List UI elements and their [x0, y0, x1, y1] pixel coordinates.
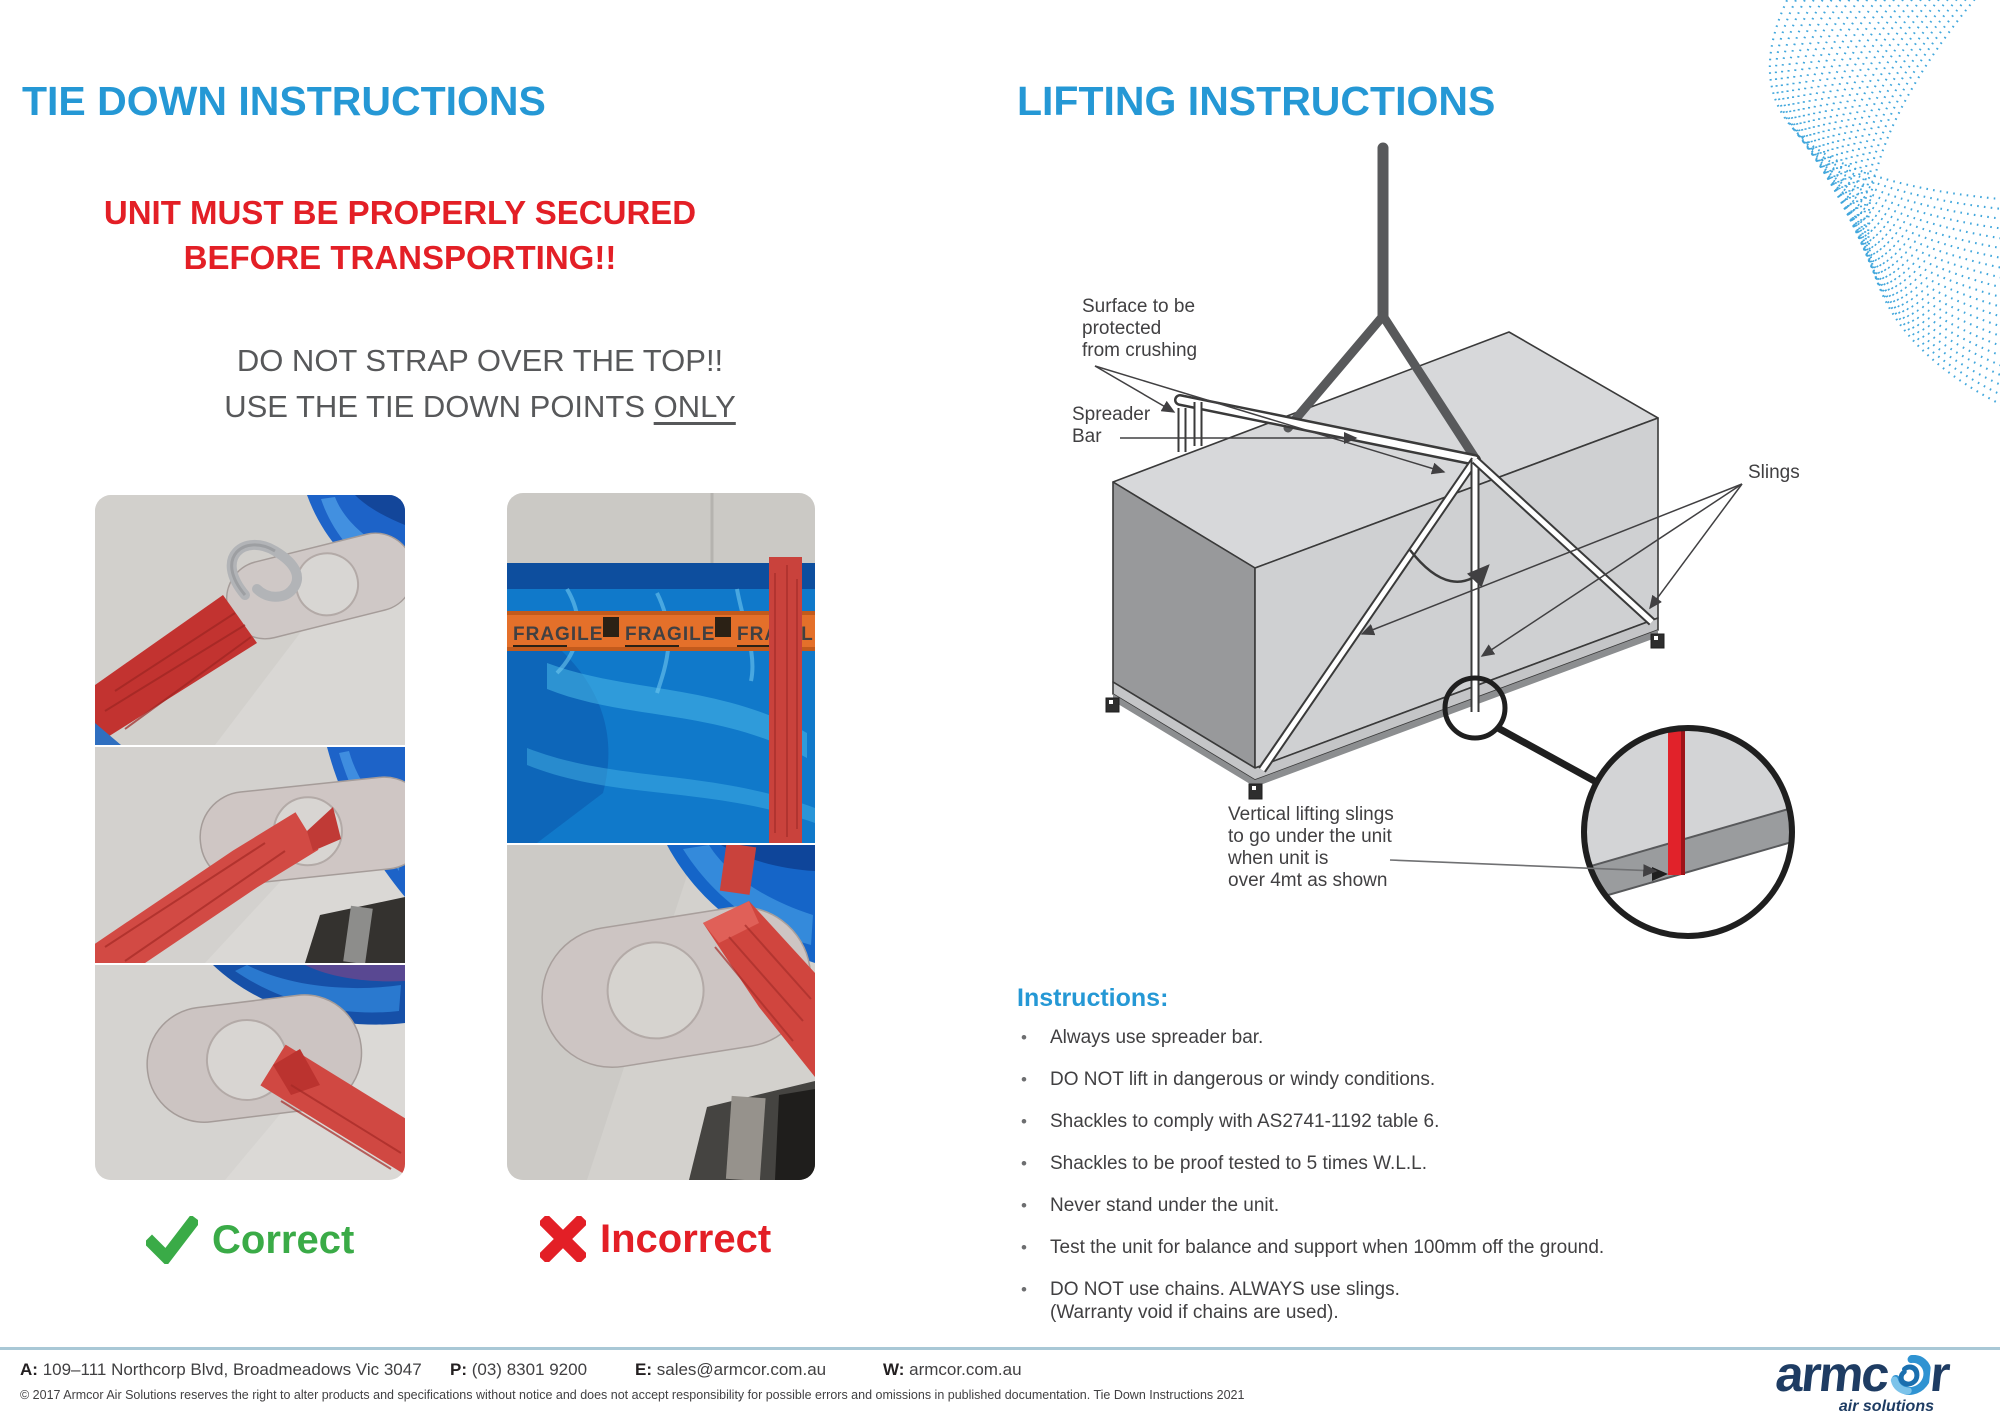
svg-text:FRAGILE: FRAGILE [625, 624, 715, 645]
red-strap [95, 595, 257, 745]
strap-instruction-line-1: DO NOT STRAP OVER THE TOP!! [236, 343, 724, 378]
red-strap [95, 812, 319, 963]
svg-text:from crushing: from crushing [1082, 340, 1197, 361]
correct-verdict: Correct [146, 1216, 354, 1264]
incorrect-label: Incorrect [600, 1216, 772, 1261]
crane-hook-sling [1283, 142, 1480, 463]
photo-incorrect-strap-over-tab [507, 845, 815, 1180]
checkmark-icon [146, 1216, 198, 1264]
instruction-item: Never stand under the unit. [1017, 1194, 1717, 1217]
magnifier-connector [1496, 724, 1602, 788]
spreader-bar-label: Spreader [1072, 404, 1151, 425]
logo-text-armc: armc [1773, 1346, 1891, 1402]
svg-text:when unit is: when unit is [1227, 848, 1328, 869]
slings-label: Slings [1748, 462, 1800, 483]
lifting-title: LIFTING INSTRUCTIONS [1017, 78, 1496, 124]
magnifier-circle [1442, 675, 1508, 741]
x-icon [540, 1216, 586, 1262]
footer-website: W: armcor.com.au [883, 1360, 1022, 1379]
footer-divider [0, 1347, 2000, 1350]
svg-text:over 4mt as shown: over 4mt as shown [1228, 870, 1387, 891]
svg-text:FRAGILE: FRAGILE [513, 624, 603, 645]
red-strap-over-tab [703, 901, 815, 1077]
photo-correct-strap-tab [95, 965, 405, 1180]
instruction-item: Shackles to be proof tested to 5 times W… [1017, 1152, 1717, 1175]
slings-lines [1258, 456, 1656, 773]
vertical-slings-label: Vertical lifting slings [1228, 804, 1394, 825]
instruction-item: DO NOT use chains. ALWAYS use slings.(Wa… [1017, 1278, 1717, 1324]
svg-text:to go under the unit: to go under the unit [1228, 826, 1392, 847]
logo-tagline: air solutions [1838, 1398, 1934, 1415]
svg-text:protected: protected [1082, 318, 1161, 339]
instructions-list: Always use spreader bar. DO NOT lift in … [1017, 1026, 1717, 1343]
warning-line-2: BEFORE TRANSPORTING!! [183, 239, 617, 276]
footer-phone: P: (03) 8301 9200 [450, 1360, 588, 1379]
photo-correct-hook [95, 495, 405, 745]
instruction-item: DO NOT lift in dangerous or windy condit… [1017, 1068, 1717, 1091]
strap-instruction-line-2: USE THE TIE DOWN POINTS ONLY [224, 389, 736, 424]
footer-address: A: 109–111 Northcorp Blvd, Broadmeadows … [20, 1360, 422, 1379]
unit-box [1112, 331, 1659, 787]
tie-down-warning: UNIT MUST BE PROPERLY SECURED BEFORE TRA… [60, 190, 740, 280]
correct-photo-stack [95, 495, 405, 1180]
footer-email: E: sales@armcor.com.au [635, 1360, 827, 1379]
warning-line-1: UNIT MUST BE PROPERLY SECURED [103, 194, 697, 231]
photo-incorrect-over-top: FRAGILE FRAGILE FRAGILE [507, 493, 815, 843]
diagram-labels: Surface to be protected from crushing Sp… [1072, 296, 1800, 891]
instruction-item: Test the unit for balance and support wh… [1017, 1236, 1717, 1259]
logo-text-r: r [1927, 1346, 1951, 1402]
detail-view [1584, 728, 1792, 936]
instruction-item: Always use spreader bar. [1017, 1026, 1717, 1049]
correct-label: Correct [212, 1217, 355, 1262]
spreader-bar [1174, 394, 1481, 466]
tie-down-tab [225, 532, 405, 640]
angle-arc [1409, 549, 1490, 588]
only-underlined: ONLY [653, 389, 736, 424]
email-link[interactable]: sales@armcor.com.au [656, 1360, 827, 1379]
svg-text:Bar: Bar [1072, 426, 1102, 447]
swirl-o-icon [1890, 1355, 1931, 1395]
armcor-logo: armc r air solutions [1773, 1346, 1951, 1416]
incorrect-verdict: Incorrect [540, 1216, 771, 1262]
dotted-swoosh-decoration [1768, 0, 2000, 406]
instruction-item: Shackles to comply with AS2741-1192 tabl… [1017, 1110, 1717, 1133]
instructions-heading: Instructions: [1017, 984, 1169, 1012]
surface-label: Surface to be [1082, 296, 1195, 317]
website-link[interactable]: armcor.com.au [909, 1360, 1022, 1379]
incorrect-photo-stack: FRAGILE FRAGILE FRAGILE [507, 493, 815, 1180]
fragile-tape: FRAGILE FRAGILE FRAGILE [507, 611, 815, 651]
copyright-text: © 2017 Armcor Air Solutions reserves the… [20, 1388, 1245, 1402]
detail-circle-outline [1581, 725, 1795, 939]
red-sling-detail [1668, 728, 1685, 875]
tie-down-title: TIE DOWN INSTRUCTIONS [22, 78, 546, 124]
photo-correct-strap-through [95, 747, 405, 963]
lifting-diagram: Surface to be protected from crushing Sp… [1072, 142, 1800, 939]
warranty-note: (Warranty void if chains are used). [1050, 1302, 1339, 1323]
tie-down-instruction-text: DO NOT STRAP OVER THE TOP!! USE THE TIE … [140, 338, 820, 430]
